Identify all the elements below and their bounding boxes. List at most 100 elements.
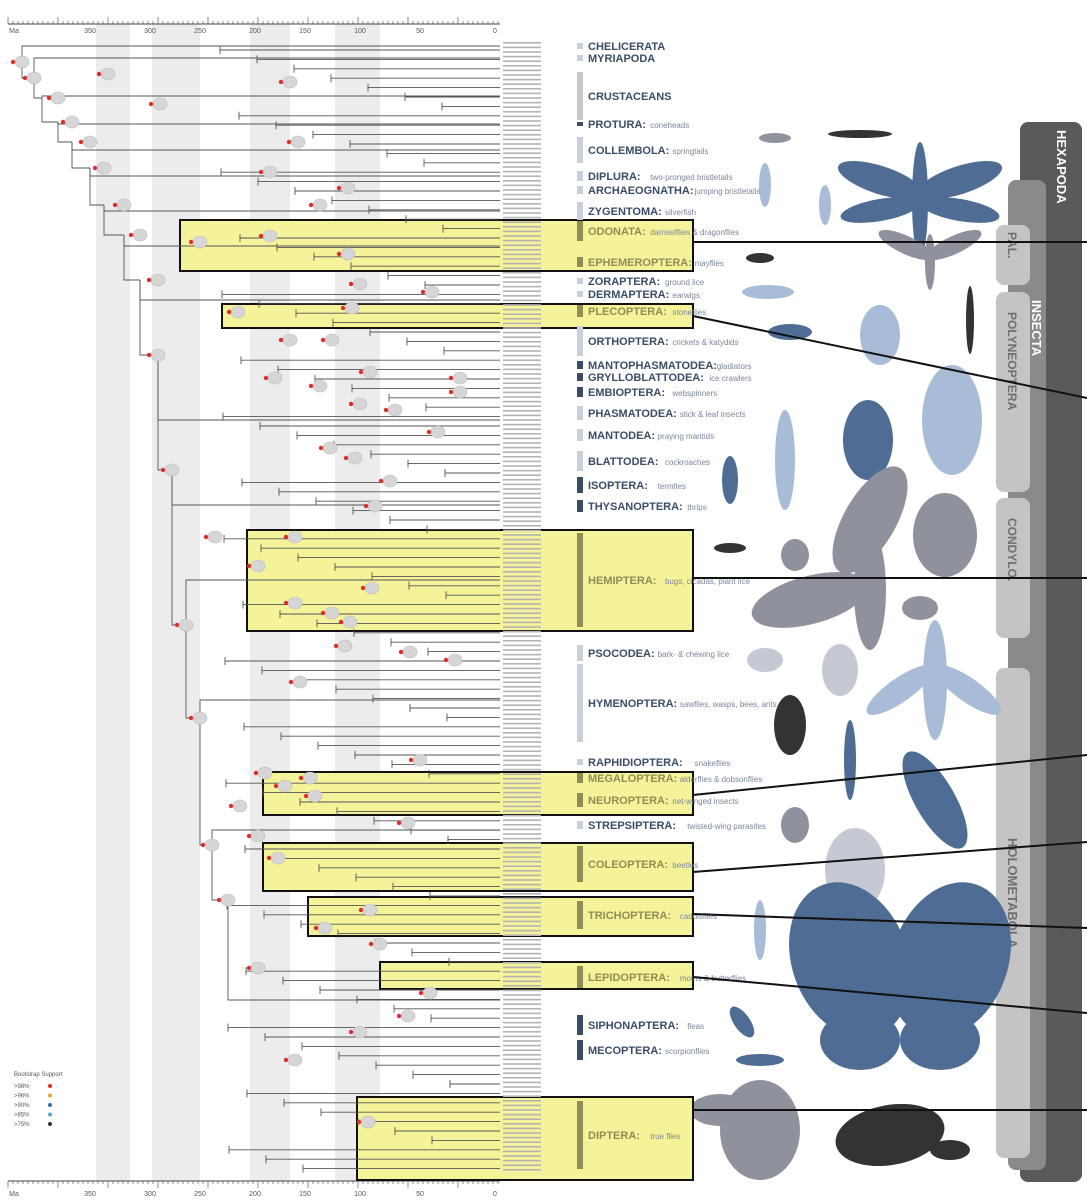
order-bar — [577, 137, 583, 163]
tip-label — [503, 874, 541, 877]
tip-label — [503, 166, 541, 168]
tip-label — [503, 985, 541, 987]
bootstrap-marker — [246, 563, 252, 569]
bootstrap-marker — [283, 1057, 289, 1063]
order-label: HEMIPTERA: — [588, 575, 656, 587]
legend-item-label: >96% — [14, 1094, 30, 1100]
node-label — [192, 711, 208, 725]
bootstrap-marker — [396, 820, 402, 826]
tip-label — [503, 713, 541, 716]
tip-label — [503, 561, 541, 564]
order-bar — [577, 387, 583, 397]
order-label: PHASMATODEA: — [588, 408, 677, 420]
bootstrap-marker — [320, 337, 326, 343]
node-label — [96, 161, 112, 175]
tip-label — [503, 336, 541, 338]
order-common-name: stoneflies — [672, 308, 706, 317]
node-label — [270, 851, 286, 865]
bootstrap-marker — [308, 202, 314, 208]
node-label — [352, 1025, 368, 1039]
bootstrap-marker — [10, 59, 16, 65]
tip-label — [503, 1095, 541, 1097]
bootstrap-marker — [318, 445, 324, 451]
tip-label — [503, 704, 541, 706]
highlight-boxes — [179, 219, 694, 1181]
tip-label — [503, 1012, 541, 1015]
tip-label — [503, 414, 541, 417]
node-label — [14, 55, 30, 69]
legend-swatch — [48, 1084, 52, 1088]
tip-label — [503, 327, 541, 329]
node-label — [360, 1115, 376, 1129]
tree-branch — [199, 718, 212, 846]
tip-label — [503, 299, 541, 302]
tip-label — [503, 635, 541, 637]
node-label — [267, 371, 283, 385]
condylognatha-label: CONDYLO. — [1005, 518, 1019, 581]
tip-label — [503, 226, 541, 228]
order-bar — [577, 773, 583, 783]
order-bar — [577, 429, 583, 441]
node-label — [232, 799, 248, 813]
legend-swatch — [48, 1112, 52, 1117]
bootstrap-marker — [336, 185, 342, 191]
tip-label — [503, 101, 541, 104]
tip-label — [503, 479, 541, 481]
tip-label — [503, 1136, 541, 1139]
order-label: MANTODEA: — [588, 430, 655, 442]
bootstrap-marker — [246, 833, 252, 839]
ruler-label: 200 — [249, 1191, 261, 1198]
node-label — [412, 753, 428, 767]
order-common-name: caddisflies — [680, 912, 717, 921]
order-label: ARCHAEOGNATHA: — [588, 185, 694, 197]
tip-label — [503, 1044, 541, 1047]
tip-label — [503, 773, 541, 775]
ruler-label: 200 — [249, 28, 261, 35]
tip-label — [503, 511, 541, 513]
bootstrap-marker — [288, 679, 294, 685]
highlight-box — [221, 303, 694, 329]
tip-label — [503, 442, 541, 444]
bootstrap-marker — [174, 622, 180, 628]
tip-label — [503, 249, 541, 251]
tree-branch — [71, 142, 90, 169]
tip-label — [503, 681, 541, 683]
bootstrap-marker — [266, 855, 272, 861]
tip-label — [503, 1026, 541, 1028]
bootstrap-marker — [448, 375, 454, 381]
order-common-name: crickets & katydids — [672, 338, 738, 347]
tip-label — [503, 1100, 541, 1102]
tip-label — [503, 745, 541, 748]
tip-label — [503, 796, 541, 798]
order-label: PROTURA: — [588, 119, 646, 131]
bootstrap-marker — [188, 715, 194, 721]
ruler-label: 0 — [493, 1191, 497, 1198]
tip-label — [503, 939, 541, 941]
tip-label — [503, 525, 541, 527]
order-bar — [577, 43, 583, 49]
order-label: MYRIAPODA — [588, 53, 655, 65]
bootstrap-marker — [112, 202, 118, 208]
tip-label — [503, 736, 541, 739]
bootstrap-marker — [46, 95, 52, 101]
tip-label — [503, 1090, 541, 1093]
tip-label — [503, 755, 541, 757]
bootstrap-marker — [398, 649, 404, 655]
tip-labels — [503, 42, 541, 1171]
tip-label — [503, 1104, 541, 1107]
tip-label — [503, 515, 541, 518]
node-markers — [10, 55, 468, 1129]
tip-label — [503, 387, 541, 389]
tip-label — [503, 607, 541, 610]
order-label: THYSANOPTERA: — [588, 501, 683, 513]
order-bar — [577, 846, 583, 882]
order-bar — [577, 373, 583, 381]
tip-label — [503, 925, 541, 927]
ruler-label: 50 — [416, 28, 424, 35]
order-label: RAPHIDIOPTERA: — [588, 757, 683, 769]
bootstrap-marker — [96, 71, 102, 77]
order-label: BLATTODEA: — [588, 456, 658, 468]
node-label — [400, 1009, 416, 1023]
tip-label — [503, 750, 541, 752]
